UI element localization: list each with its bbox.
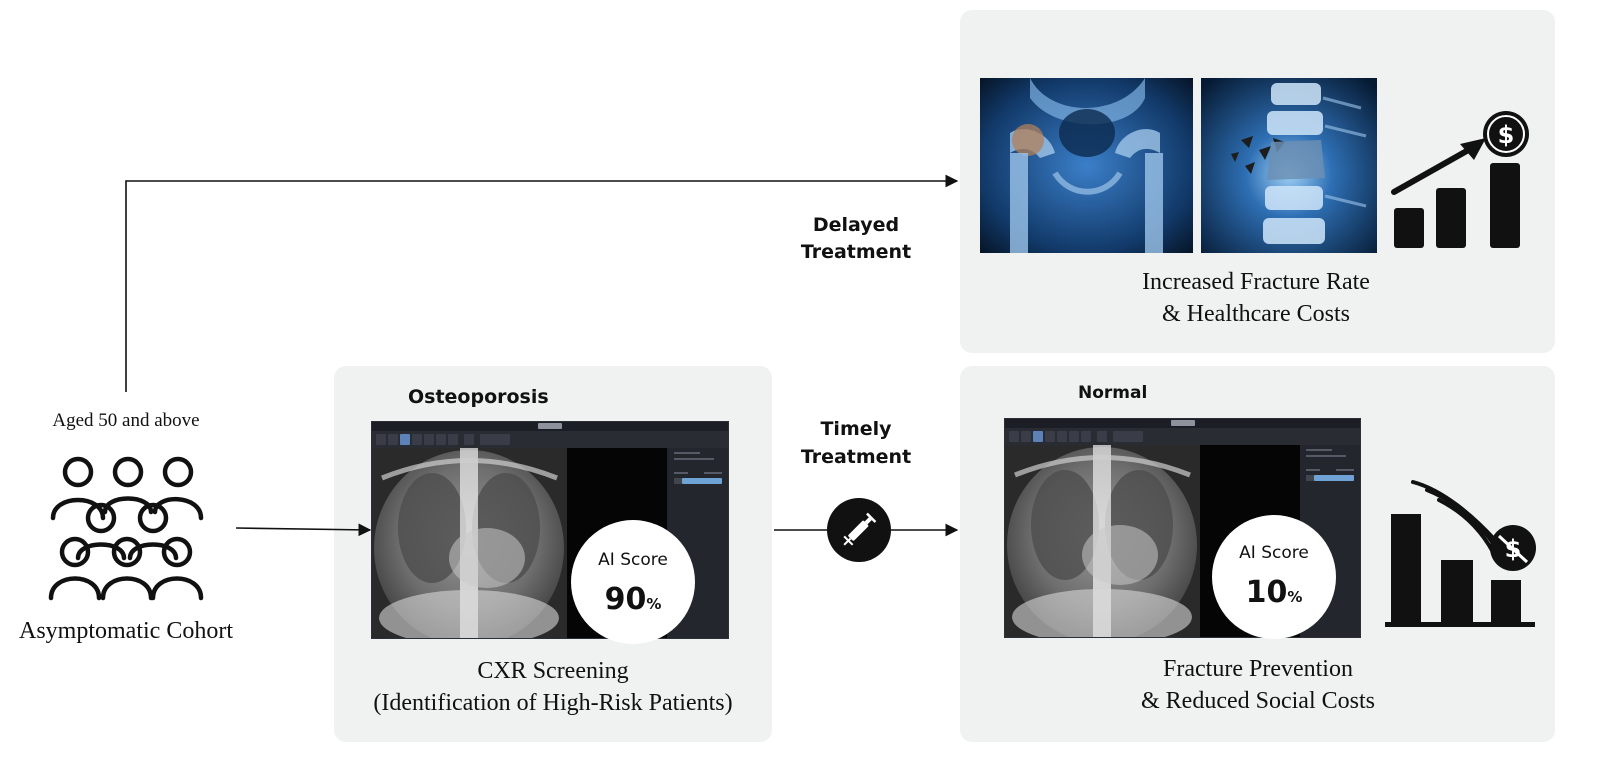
delayed-outcome-caption: Increased Fracture Rate & Healthcare Cos… xyxy=(1100,266,1412,330)
screening-diagnosis-label: Osteoporosis xyxy=(408,386,549,408)
delayed-caption-line-2: & Healthcare Costs xyxy=(1162,301,1350,327)
tool-button[interactable] xyxy=(1097,431,1107,442)
chest-xray-image xyxy=(372,448,567,638)
tool-button[interactable] xyxy=(1069,431,1079,442)
tool-button[interactable] xyxy=(1113,431,1143,442)
timely-outcome-caption: Fracture Prevention & Reduced Social Cos… xyxy=(1100,653,1416,717)
chest-xray-image xyxy=(1005,445,1200,637)
app-title-logo xyxy=(538,423,562,429)
age-label: Aged 50 and above xyxy=(52,410,200,431)
ai-score-value: 10% xyxy=(1245,575,1303,610)
timely-diagnosis-label: Normal xyxy=(1078,383,1148,403)
tool-button[interactable] xyxy=(376,434,386,445)
hip-fracture-xray-image xyxy=(980,78,1193,253)
tool-button[interactable] xyxy=(424,434,434,445)
ai-score-bar xyxy=(682,478,722,484)
delayed-path-arrow xyxy=(125,174,959,392)
delayed-treatment-label: Delayed Treatment xyxy=(780,212,932,266)
app-titlebar xyxy=(1005,419,1360,428)
tool-button[interactable] xyxy=(1045,431,1055,442)
app-title-logo xyxy=(1171,420,1195,426)
spine-fracture-image xyxy=(1201,78,1377,253)
timely-line-2: Treatment xyxy=(800,446,912,468)
cohort-label: Asymptomatic Cohort xyxy=(19,618,233,644)
timely-treatment-label: Timely Treatment xyxy=(780,415,932,471)
tool-button[interactable] xyxy=(480,434,510,445)
screening-caption-line-1: CXR Screening xyxy=(477,658,629,684)
ai-score-value: 90% xyxy=(604,582,662,617)
screening-caption-line-2: (Identification of High-Risk Patients) xyxy=(373,690,733,716)
people-group-icon xyxy=(48,456,204,601)
falling-cost-chart-icon: $ xyxy=(1385,480,1536,627)
tool-button[interactable] xyxy=(1057,431,1067,442)
ai-score-label: AI Score xyxy=(598,550,668,570)
screening-app-window xyxy=(371,421,729,639)
tool-button-active[interactable] xyxy=(400,434,410,445)
delayed-line-2: Treatment xyxy=(800,241,912,263)
rising-cost-chart-icon: $ xyxy=(1391,111,1529,248)
tool-button[interactable] xyxy=(388,434,398,445)
cohort-to-screening-arrow xyxy=(235,523,372,537)
svg-text:$: $ xyxy=(1498,121,1515,149)
screening-ai-score-badge: AI Score 90% xyxy=(571,520,695,644)
tool-button[interactable] xyxy=(436,434,446,445)
syringe-icon xyxy=(827,498,891,562)
tool-button[interactable] xyxy=(448,434,458,445)
screening-caption: CXR Screening (Identification of High-Ri… xyxy=(334,655,772,719)
timely-ai-score-badge: AI Score 10% xyxy=(1212,515,1336,639)
dollar-icon: $ xyxy=(1483,111,1529,157)
app-titlebar xyxy=(372,422,728,431)
tool-button[interactable] xyxy=(1081,431,1091,442)
timely-caption-line-2: & Reduced Social Costs xyxy=(1141,688,1375,714)
app-toolbar xyxy=(1005,428,1360,445)
ai-score-bar xyxy=(1314,475,1354,481)
delayed-caption-line-1: Increased Fracture Rate xyxy=(1142,269,1370,295)
timely-caption-line-1: Fracture Prevention xyxy=(1163,656,1353,682)
tool-button[interactable] xyxy=(464,434,474,445)
ai-score-label: AI Score xyxy=(1239,543,1309,563)
tool-button[interactable] xyxy=(1021,431,1031,442)
timely-app-window xyxy=(1004,418,1361,638)
delayed-line-1: Delayed xyxy=(812,214,900,236)
tool-button-active[interactable] xyxy=(1033,431,1043,442)
timely-line-1: Timely xyxy=(820,418,892,440)
tool-button[interactable] xyxy=(1009,431,1019,442)
dollar-icon: $ xyxy=(1490,525,1536,571)
tool-button[interactable] xyxy=(412,434,422,445)
app-toolbar xyxy=(372,431,728,448)
